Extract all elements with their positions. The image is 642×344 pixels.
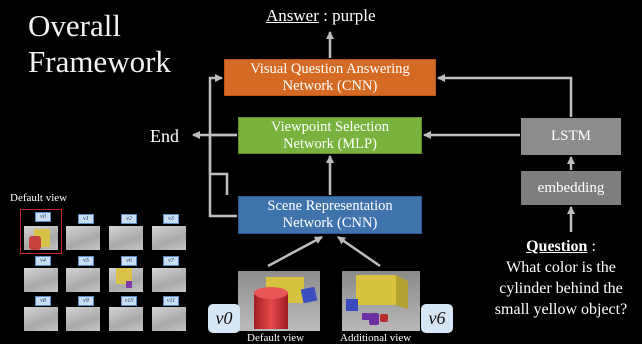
vqa-line-2: Network (CNN)	[282, 77, 378, 94]
vqa-network-box: Visual Question Answering Network (CNN)	[224, 59, 436, 96]
additional-view-render	[342, 271, 420, 331]
question-block: Question : What color is the cylinder be…	[480, 236, 642, 320]
question-line-1: What color is the	[506, 259, 616, 276]
diagram-title: Overall Framework	[28, 8, 171, 80]
end-label: End	[150, 126, 179, 146]
viewpoint-line-1: Viewpoint Selection	[271, 118, 389, 135]
photo-label-default: Default view	[247, 332, 305, 344]
scene-representation-box: Scene Representation Network (CNN)	[238, 196, 422, 234]
answer-label: Answer	[266, 6, 319, 25]
arrow-scene-to-vqa	[208, 74, 237, 218]
arrow-photo0-to-scene	[267, 235, 323, 268]
default-view-label: Default view	[10, 192, 68, 204]
question-line-2: cylinder behind the	[499, 280, 623, 297]
arrow-photo6-to-scene	[337, 235, 381, 268]
arrow-viewpoint-loop	[208, 133, 237, 195]
photo-label-additional: Additional view	[340, 332, 412, 344]
embedding-box: embedding	[521, 171, 621, 205]
arrow-lstm-to-vqa	[437, 74, 573, 117]
viewpoint-line-2: Network (MLP)	[283, 135, 377, 152]
answer-separator: :	[318, 6, 333, 25]
photo-tag-v0: v0	[208, 304, 240, 333]
photo-tag-v6: v6	[421, 304, 453, 333]
default-view-photo	[238, 271, 320, 331]
question-separator: :	[587, 238, 596, 255]
title-line-2: Framework	[28, 44, 171, 79]
answer-value: purple	[332, 6, 376, 25]
scene-line-2: Network (CNN)	[282, 215, 378, 231]
additional-view-photo	[342, 271, 420, 331]
vqa-line-1: Visual Question Answering	[250, 60, 410, 77]
lstm-box: LSTM	[521, 118, 621, 155]
title-line-1: Overall	[28, 8, 121, 43]
scene-line-1: Scene Representation	[267, 198, 393, 214]
answer-text: Answer : purple	[266, 6, 376, 26]
viewpoint-selection-box: Viewpoint Selection Network (MLP)	[238, 117, 422, 154]
default-view-render	[238, 271, 320, 331]
question-heading: Question	[526, 238, 588, 255]
question-line-3: small yellow object?	[494, 301, 628, 318]
